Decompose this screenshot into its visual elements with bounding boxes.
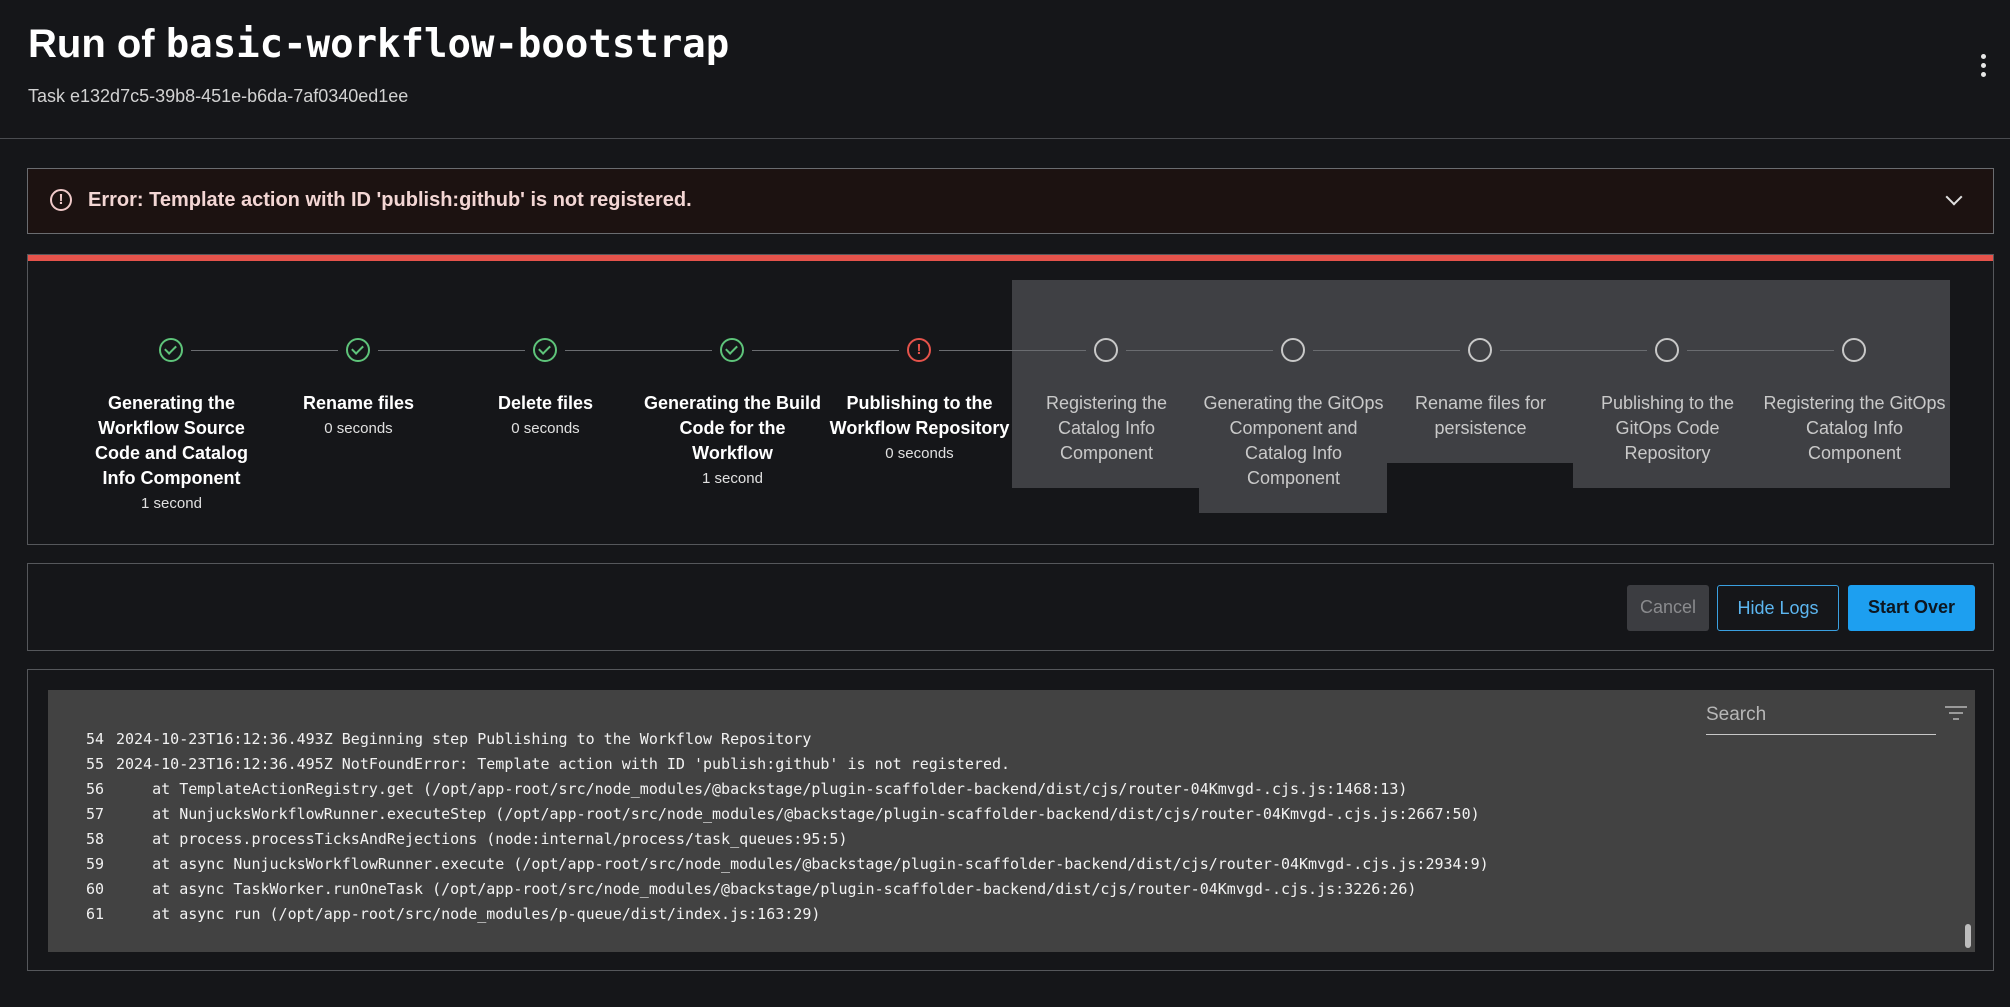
step-connector (752, 350, 899, 351)
log-line: 56 at TemplateActionRegistry.get (/opt/a… (85, 780, 1408, 798)
cancel-button[interactable]: Cancel (1627, 585, 1709, 631)
pending-step-background (1199, 280, 1387, 513)
pending-step-background (1760, 280, 1950, 488)
check-circle-icon (533, 338, 557, 362)
start-over-button[interactable]: Start Over (1848, 585, 1975, 631)
step-duration: 0 seconds (885, 445, 954, 462)
error-message: Error: Template action with ID 'publish:… (88, 189, 692, 211)
log-line: 61 at async run (/opt/app-root/src/node_… (85, 905, 821, 923)
check-circle-icon (346, 338, 370, 362)
step-connector (939, 350, 1086, 351)
log-line: 57 at NunjucksWorkflowRunner.executeStep… (85, 805, 1480, 823)
step-duration: 0 seconds (324, 420, 393, 437)
empty-circle-icon (1655, 338, 1679, 362)
kebab-vertical-icon[interactable] (1976, 54, 1990, 80)
empty-circle-icon (1842, 338, 1866, 362)
search-input[interactable] (1706, 698, 1936, 732)
error-alert: ! Error: Template action with ID 'publis… (27, 168, 1994, 234)
check-circle-icon (720, 338, 744, 362)
log-line: 58 at process.processTicksAndRejections … (85, 830, 848, 848)
step-duration: 1 second (141, 495, 202, 512)
step-connector (565, 350, 712, 351)
step-label: Registering the Catalog Info Component (1045, 393, 1168, 463)
pending-step-background (1573, 280, 1761, 488)
pending-step-background (1386, 280, 1574, 463)
error-progress-bar (28, 255, 1993, 261)
step-connector (191, 350, 338, 351)
step-label: Generating the Build Code for the Workfl… (643, 393, 821, 463)
task-id: Task e132d7c5-39b8-451e-b6da-7af0340ed1e… (28, 86, 409, 106)
log-scrollbar[interactable] (1965, 924, 1971, 948)
step-connector (1687, 350, 1834, 351)
log-search (1706, 698, 1936, 735)
filter-icon[interactable] (1944, 706, 1968, 724)
step-label: Rename files for persistence (1414, 393, 1547, 438)
step-label: Generating the GitOps Component and Cata… (1203, 393, 1384, 488)
pending-step-background (1012, 280, 1200, 488)
step-connector (1126, 350, 1273, 351)
log-line: 60 at async TaskWorker.runOneTask (/opt/… (85, 880, 1417, 898)
page-title-prefix: Run of (28, 22, 166, 66)
step-duration: 1 second (702, 470, 763, 487)
empty-circle-icon (1094, 338, 1118, 362)
task-stepper: Generating the Workflow Source Code and … (27, 254, 1994, 545)
empty-circle-icon (1281, 338, 1305, 362)
exclamation-circle-icon: ! (907, 338, 931, 362)
step-label: Delete files (497, 393, 594, 413)
template-name: basic-workflow-bootstrap (165, 22, 730, 67)
check-circle-icon (159, 338, 183, 362)
page-title: Run of basic-workflow-bootstrap (28, 22, 729, 67)
page-header: Run of basic-workflow-bootstrap Task e13… (0, 0, 2010, 139)
empty-circle-icon (1468, 338, 1492, 362)
actions-bar: Cancel Hide Logs Start Over (27, 563, 1994, 651)
log-line: 59 at async NunjucksWorkflowRunner.execu… (85, 855, 1489, 873)
step-label: Publishing to the Workflow Repository (829, 393, 1010, 438)
step-label: Registering the GitOps Catalog Info Comp… (1763, 393, 1946, 463)
step-duration: 0 seconds (511, 420, 580, 437)
step-label: Publishing to the GitOps Code Repository (1600, 393, 1735, 463)
step-connector (1313, 350, 1460, 351)
step-label: Generating the Workflow Source Code and … (94, 393, 248, 488)
hide-logs-button[interactable]: Hide Logs (1717, 585, 1839, 631)
chevron-down-icon[interactable] (1945, 188, 1963, 206)
step-connector (378, 350, 525, 351)
step-label: Rename files (302, 393, 415, 413)
step-connector (1500, 350, 1647, 351)
exclamation-circle-icon: ! (50, 189, 72, 211)
